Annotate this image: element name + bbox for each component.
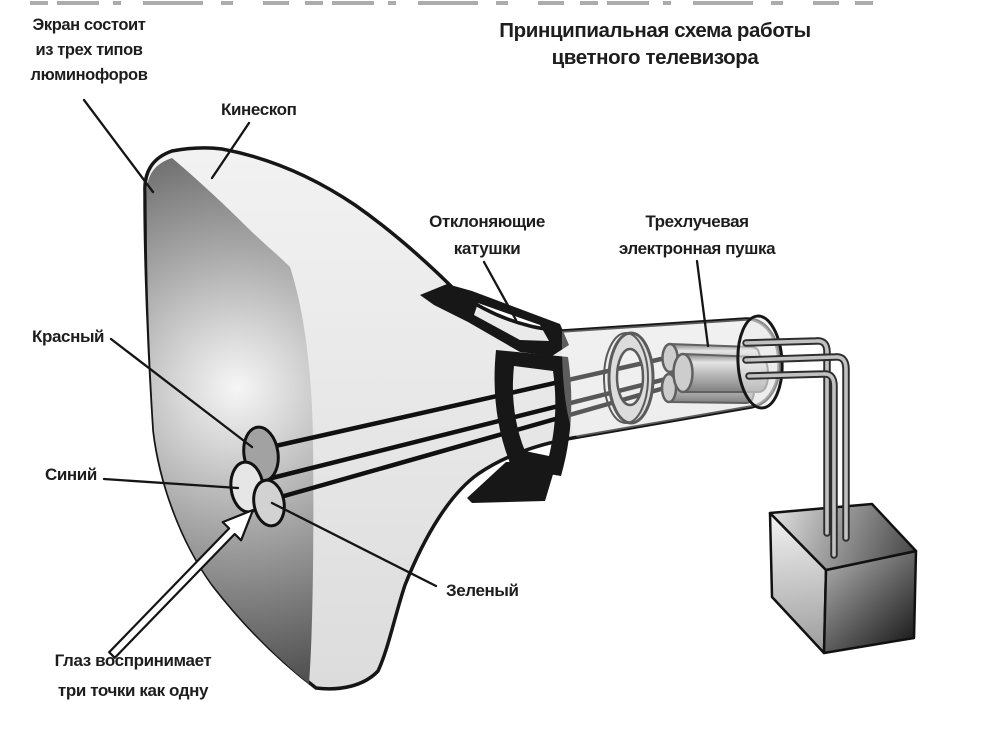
label-deflection-coils: Отклоняющие катушки xyxy=(429,212,545,258)
leader-coils xyxy=(482,260,518,322)
beam-red xyxy=(259,354,673,452)
leader-lines xyxy=(82,98,710,588)
title-line-2: цветного телевизора xyxy=(551,46,759,69)
gun-wires xyxy=(742,337,850,559)
leader-blue xyxy=(102,477,240,490)
page-title: Принципиальная схема работы цветного тел… xyxy=(445,17,865,71)
wire-1 xyxy=(742,337,831,537)
leader-gun xyxy=(695,259,710,348)
phosphor-dot-green xyxy=(252,478,286,528)
focus-ring xyxy=(603,331,655,425)
wire-2 xyxy=(742,353,850,542)
label-kinescope: Кинескоп xyxy=(221,100,297,119)
wire-3 xyxy=(745,370,838,559)
deflection-coil-shadow xyxy=(467,461,557,503)
deflection-coil-frame xyxy=(494,350,572,476)
leader-red xyxy=(109,337,254,449)
electron-gun-middle-cap xyxy=(672,352,694,394)
leader-kinescope xyxy=(210,121,251,180)
neck-glass xyxy=(561,318,780,437)
beam-green xyxy=(267,384,671,503)
label-blue-dot: Синий xyxy=(45,465,97,484)
label-eye-perception: Глаз воспринимает три точки как одну xyxy=(54,651,212,700)
leader-green xyxy=(270,501,438,588)
label-green-dot: Зеленый xyxy=(446,581,519,600)
label-screen-phosphors: Экран состоит из трех типов люминофоров xyxy=(30,16,148,84)
title-line-1: Принципиальная схема работы xyxy=(499,19,811,42)
leader-screen xyxy=(82,98,155,194)
label-electron-gun: Трехлучевая электронная пушка xyxy=(618,212,776,258)
label-red-dot: Красный xyxy=(32,327,105,346)
screen-face xyxy=(146,158,314,684)
deflection-coil-top xyxy=(420,284,569,356)
eye-arrow-icon xyxy=(108,508,255,659)
